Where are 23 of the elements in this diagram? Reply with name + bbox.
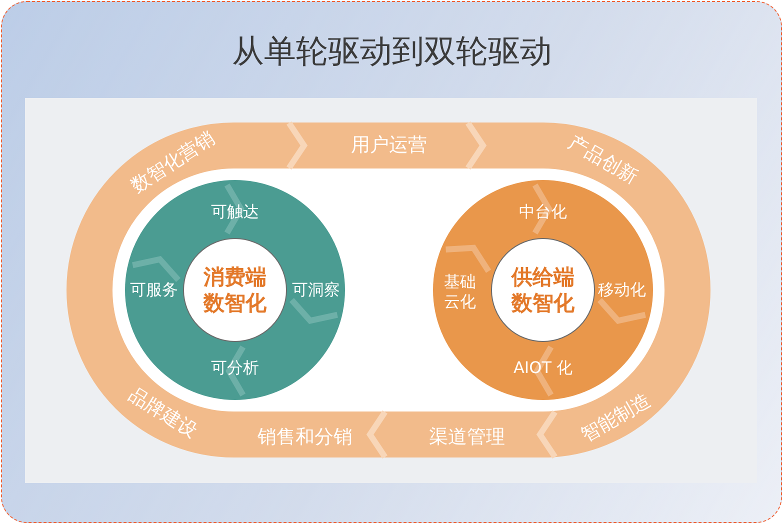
ring-label: 基础云化 <box>443 272 477 312</box>
segment-label: 品牌建设 <box>124 384 202 442</box>
ring-label: 可洞察 <box>292 280 340 300</box>
segment-label: 产品创新 <box>564 131 642 189</box>
segment-label: 渠道管理 <box>429 426 505 448</box>
center-label: 供给端数智化 <box>510 264 576 316</box>
segment-label: 智能制造 <box>578 389 654 447</box>
chevron-arrow <box>366 410 388 460</box>
track-segment <box>289 123 468 168</box>
chevron-arrow <box>286 121 308 171</box>
chevron-arrow <box>465 121 487 171</box>
ring-label: 可服务 <box>130 280 178 300</box>
segment-label: 销售和分销 <box>258 426 352 448</box>
center-label: 消费端数智化 <box>202 264 268 316</box>
segment-label: 数智化营销 <box>127 126 219 198</box>
ring-label: 中台化 <box>519 202 567 222</box>
ring-label: 可分析 <box>211 358 259 378</box>
segment-label: 用户运营 <box>351 134 427 156</box>
diagram-title: 从单轮驱动到双轮驱动 <box>232 31 552 71</box>
ring-label: AIOT 化 <box>513 358 573 378</box>
chevron-arrow <box>536 410 558 460</box>
ring-label: 移动化 <box>598 280 646 300</box>
ring-label: 可触达 <box>211 202 259 222</box>
